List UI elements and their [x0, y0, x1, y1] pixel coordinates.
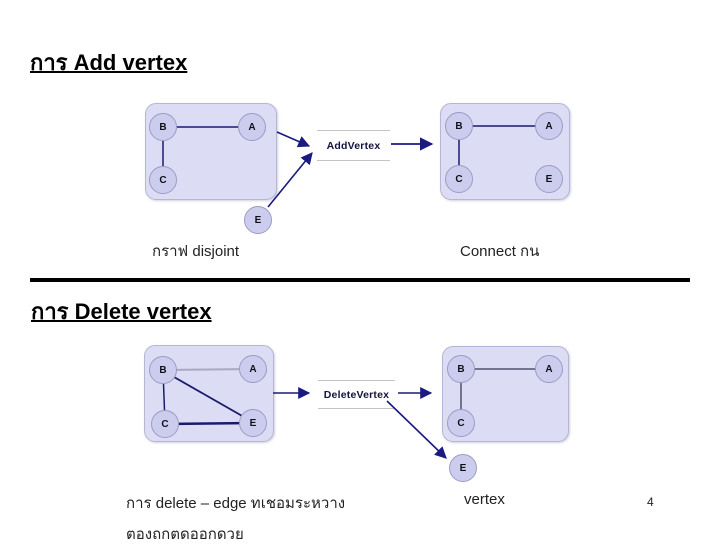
- operation-box-addvertex: AddVertex: [317, 130, 390, 161]
- section-divider: [30, 278, 690, 282]
- caption-connect: Connect กน: [460, 243, 540, 260]
- vertex-delete-after-b: B: [447, 355, 475, 383]
- arrow-e-to-addvertex: [267, 152, 313, 208]
- vertex-delete-before-a: A: [239, 355, 267, 383]
- vertex-add-before-b: B: [149, 113, 177, 141]
- edge-delete-before-c-e: [164, 421, 254, 426]
- section-title-delete-vertex: การ Delete vertex: [31, 299, 212, 324]
- vertex-add-after-b: B: [445, 112, 473, 140]
- vertex-add-after-e: E: [535, 165, 563, 193]
- vertex-delete-before-e: E: [239, 409, 267, 437]
- vertex-delete-before-b: B: [149, 356, 177, 384]
- page-number: 4: [647, 495, 654, 509]
- vertex-add-after-c: C: [445, 165, 473, 193]
- operation-box-deletevertex: DeleteVertex: [318, 380, 395, 409]
- caption-delete-vertex-word: vertex: [464, 491, 505, 508]
- vertex-delete-after-a: A: [535, 355, 563, 383]
- arrow-deletevertex-to-removed-e: [386, 400, 447, 459]
- arrow-a-to-addvertex: [276, 131, 311, 148]
- vertex-add-after-a: A: [535, 112, 563, 140]
- caption-delete-line1: การ delete – edge ทเชอมระหวาง: [126, 495, 346, 512]
- edge-delete-before-b-a: [162, 368, 254, 371]
- vertex-delete-before-c: C: [151, 410, 179, 438]
- vertex-delete-after-c: C: [447, 409, 475, 437]
- caption-graph-disjoint: กราฟ disjoint: [152, 243, 240, 260]
- vertex-delete-after-e: E: [449, 454, 477, 482]
- caption-delete-line2: ตองถกตดออกดวย: [126, 526, 244, 543]
- vertex-add-before-a: A: [238, 113, 266, 141]
- section-title-add-vertex: การ Add vertex: [30, 50, 188, 75]
- vertex-add-before-e: E: [244, 206, 272, 234]
- edge-delete-before-b-e: [166, 372, 252, 422]
- vertex-add-before-c: C: [149, 166, 177, 194]
